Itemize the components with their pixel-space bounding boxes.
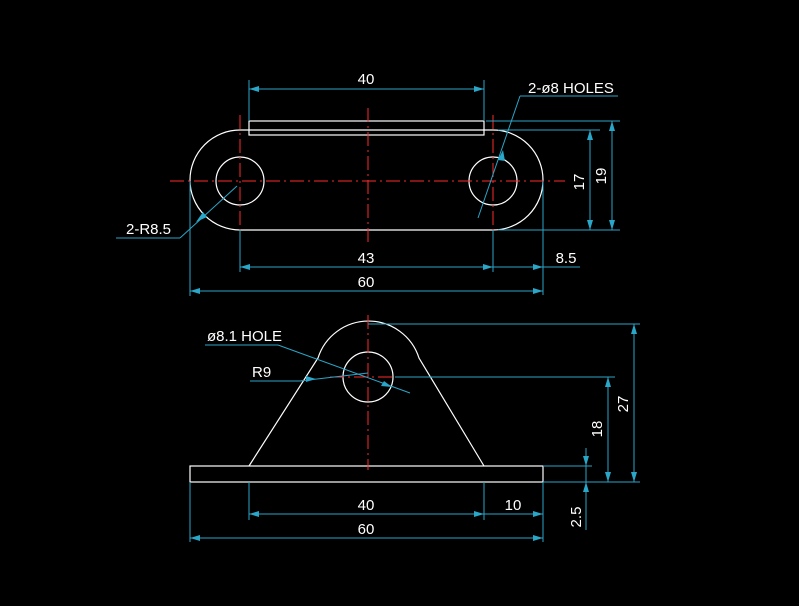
dimension-40-top-label: 40 (358, 71, 375, 88)
dimension-40-front-label: 40 (358, 497, 375, 514)
dimension-19: 19 (486, 120, 620, 231)
dimension-18-label: 18 (589, 421, 606, 438)
top-view: 40 2-ø8 HOLES 2-R8.5 17 (116, 71, 620, 296)
r9-leader: R9 (250, 364, 369, 382)
dimension-17: 17 (498, 129, 600, 231)
dimension-8-5-label: 8.5 (556, 250, 577, 267)
dimension-27-label: 27 (615, 396, 632, 413)
dimension-8-5: 8.5 (493, 181, 580, 295)
dimension-17-label: 17 (571, 174, 588, 191)
radius-leader: 2-R8.5 (116, 185, 238, 239)
dimension-10-label: 10 (505, 497, 522, 514)
dimension-10: 10 (484, 482, 544, 520)
bracket-outline (248, 320, 485, 467)
base-plate (189, 465, 544, 483)
front-view: ø8.1 HOLE R9 27 18 (189, 315, 640, 542)
dimension-43: 43 (239, 230, 494, 272)
r9-note: R9 (252, 364, 271, 381)
hole-note: ø8.1 HOLE (207, 328, 282, 345)
holes-note: 2-ø8 HOLES (528, 80, 614, 97)
top-view-rib (248, 120, 485, 136)
radius-note: 2-R8.5 (126, 221, 171, 238)
dimension-2-5: 2.5 (543, 448, 592, 530)
hole-leader: ø8.1 HOLE (205, 328, 411, 394)
holes-leader: 2-ø8 HOLES (477, 80, 618, 219)
dimension-27: 27 (368, 323, 640, 483)
dimension-40-top: 40 (248, 71, 485, 121)
dimension-60-top-view-label: 60 (358, 274, 375, 291)
dimension-60-top-view: 60 (189, 181, 543, 296)
dimension-60-front-view-label: 60 (358, 521, 375, 538)
top-view-outline (189, 129, 544, 231)
dimension-2-5-label: 2.5 (568, 507, 585, 528)
dimension-60-front-view: 60 (189, 482, 544, 542)
dimension-43-label: 43 (358, 250, 375, 267)
dimension-19-label: 19 (593, 168, 610, 185)
dimension-18: 18 (395, 376, 615, 482)
dimension-40-front: 40 (248, 482, 485, 520)
